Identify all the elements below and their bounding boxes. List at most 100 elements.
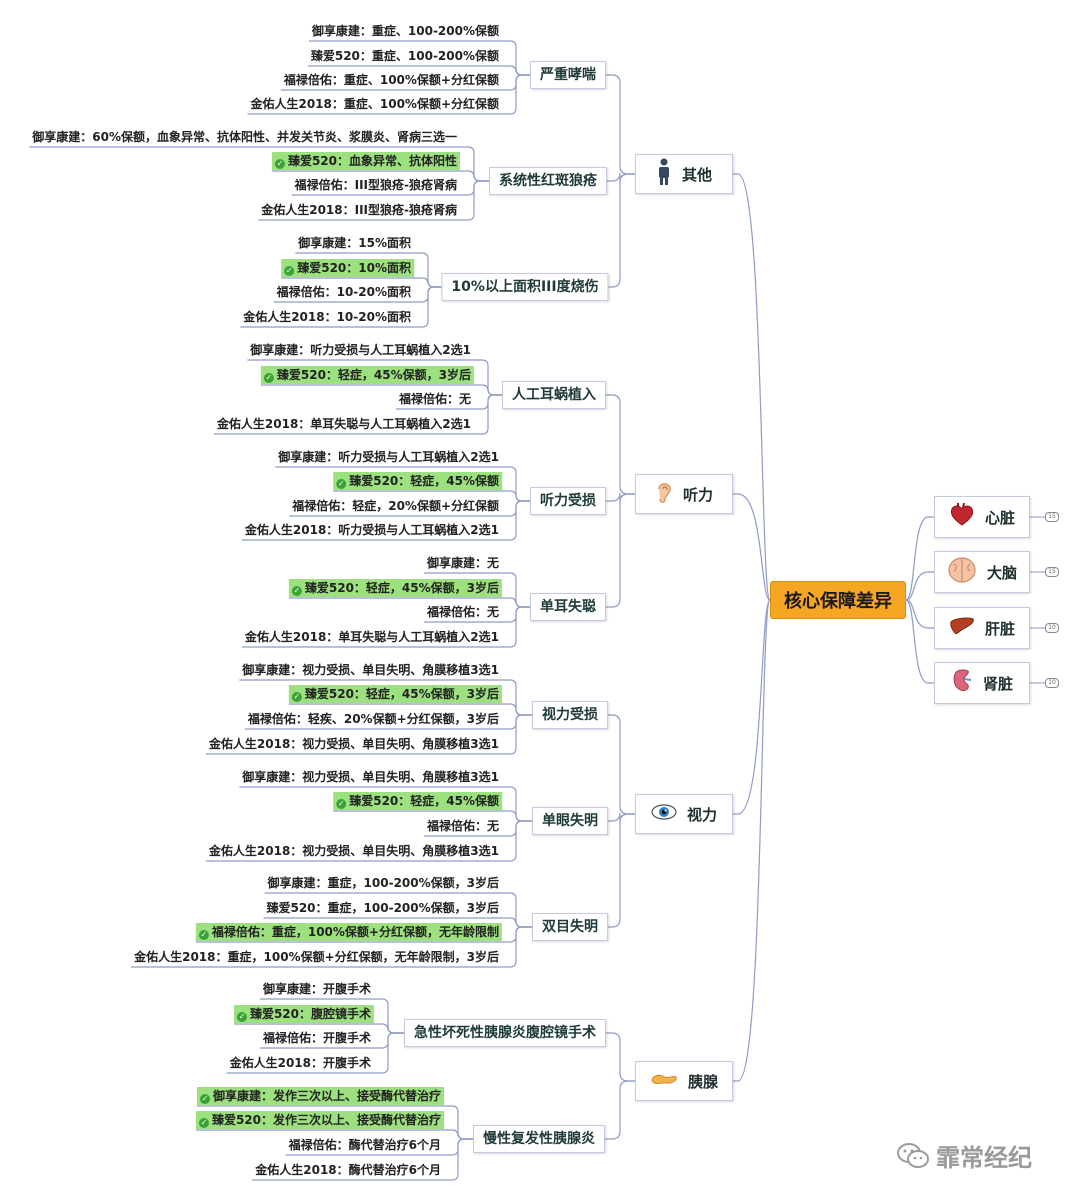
leaf-node[interactable]: 御享康建：重症，100-200%保额，3岁后 xyxy=(265,874,502,892)
category-node-0[interactable]: 其他 xyxy=(635,154,733,194)
leaf-connector xyxy=(241,500,530,541)
leaf-node[interactable]: ✓臻爱520：腹腔镜手术 xyxy=(233,1005,374,1023)
category-label: 视力 xyxy=(686,805,717,824)
subtopic-node[interactable]: 10%以上面积III度烧伤 xyxy=(441,273,609,301)
leaf-connector xyxy=(260,384,502,396)
leaf-node[interactable]: 福禄倍佑：III型狼疮-狼疮肾病 xyxy=(292,176,460,194)
leaf-node[interactable]: ✓臻爱520：轻症，45%保额，3岁后 xyxy=(288,685,502,703)
leaf-node[interactable]: 御享康建：视力受损、单目失明、角膜移植3选1 xyxy=(239,768,502,786)
leaf-node[interactable]: 福禄倍佑：无 xyxy=(396,390,474,408)
leaf-connector xyxy=(333,490,530,502)
leaf-node[interactable]: 臻爱520：重症、100-200%保额 xyxy=(308,47,502,65)
leaf-node[interactable]: 金佑人生2018：III型狼疮-狼疮肾病 xyxy=(258,201,460,219)
leaf-connector xyxy=(333,810,532,822)
organ-node-1[interactable]: 大脑 xyxy=(934,551,1030,593)
check-icon: ✓ xyxy=(199,1094,210,1104)
leaf-node[interactable]: 福禄倍佑：无 xyxy=(424,817,502,835)
subtopic-node[interactable]: 单耳失聪 xyxy=(530,593,606,621)
connector-line xyxy=(732,599,771,815)
root-node[interactable]: 核心保障差异 xyxy=(770,581,906,619)
leaf-connector xyxy=(195,1129,473,1140)
collapsed-count-badge[interactable]: 10 xyxy=(1045,623,1059,633)
organ-node-3[interactable]: 肾脏 xyxy=(934,662,1030,704)
leaf-node[interactable]: 御享康建：重症、100-200%保额 xyxy=(309,22,502,40)
leaf-text: 臻爱520：发作三次以上、接受酶代替治疗 xyxy=(211,1113,441,1127)
subtopic-node[interactable]: 单眼失明 xyxy=(532,807,608,835)
organ-node-2[interactable]: 肝脏 xyxy=(934,607,1030,649)
subtopic-node[interactable]: 慢性复发性胰腺炎 xyxy=(473,1125,605,1153)
leaf-node[interactable]: 臻爱520：重症，100-200%保额，3岁后 xyxy=(263,899,502,917)
leaf-text: 福禄倍佑：开腹手术 xyxy=(262,1031,371,1045)
category-node-2[interactable]: 视力 xyxy=(635,794,733,834)
leaf-text: 御享康建：重症、100-200%保额 xyxy=(311,24,499,38)
leaf-node[interactable]: 御享康建：15%面积 xyxy=(295,234,414,252)
leaf-node[interactable]: 御享康建：听力受损与人工耳蜗植入2选1 xyxy=(247,341,474,359)
check-icon: ✓ xyxy=(263,373,274,383)
leaf-node[interactable]: 金佑人生2018：开腹手术 xyxy=(227,1054,374,1072)
subtopic-node[interactable]: 急性坏死性胰腺炎腹腔镜手术 xyxy=(404,1019,606,1047)
leaf-node[interactable]: ✓臻爱520：轻症，45%保额，3岁后 xyxy=(288,579,502,597)
leaf-node[interactable]: 金佑人生2018：酶代替治疗6个月 xyxy=(252,1161,444,1179)
leaf-node[interactable]: 金佑人生2018：视力受损、单目失明、角膜移植3选1 xyxy=(206,735,502,753)
leaf-node[interactable]: 金佑人生2018：单耳失聪与人工耳蜗植入2选1 xyxy=(214,415,474,433)
leaf-node[interactable]: ✓御享康建：发作三次以上、接受酶代替治疗 xyxy=(196,1087,444,1105)
leaf-connector xyxy=(288,597,530,608)
leaf-node[interactable]: 福禄倍佑：酶代替治疗6个月 xyxy=(286,1136,444,1154)
subtopic-node[interactable]: 双目失明 xyxy=(532,913,608,941)
check-icon: ✓ xyxy=(291,692,302,702)
leaf-node[interactable]: 金佑人生2018：单耳失聪与人工耳蜗植入2选1 xyxy=(242,628,502,646)
leaf-node[interactable]: 福禄倍佑：开腹手术 xyxy=(260,1029,374,1047)
leaf-node[interactable]: 御享康建：无 xyxy=(424,554,502,572)
heart-icon xyxy=(949,502,975,531)
leaf-text: 福禄倍佑：无 xyxy=(398,392,471,406)
subtopic-node[interactable]: 听力受损 xyxy=(530,487,606,515)
leaf-node[interactable]: ✓臻爱520：轻症，45%保额 xyxy=(333,792,502,810)
leaf-node[interactable]: ✓臻爱520：发作三次以上、接受酶代替治疗 xyxy=(195,1111,444,1129)
leaf-text: 御享康建：60%保额，血象异常、抗体阳性、并发关节炎、浆膜炎、肾病三选一 xyxy=(32,130,457,144)
leaf-node[interactable]: 福禄倍佑：轻疾、20%保额+分红保额，3岁后 xyxy=(245,710,502,728)
connector-line xyxy=(549,1080,636,1140)
leaf-node[interactable]: ✓臻爱520：血象异常、抗体阳性 xyxy=(271,152,460,170)
leaf-node[interactable]: ✓臻爱520：10%面积 xyxy=(281,259,414,277)
leaf-node[interactable]: 金佑人生2018：听力受损与人工耳蜗植入2选1 xyxy=(242,521,502,539)
connector-line xyxy=(732,599,771,1082)
leaf-node[interactable]: 福禄倍佑：无 xyxy=(424,603,502,621)
connector-line xyxy=(580,714,636,815)
subtopic-node[interactable]: 人工耳蜗植入 xyxy=(502,381,606,409)
organ-label: 肾脏 xyxy=(982,674,1013,693)
leaf-node[interactable]: 福禄倍佑：重症、100%保额+分红保额 xyxy=(281,71,502,89)
leaf-node[interactable]: 御享康建：60%保额，血象异常、抗体阳性、并发关节炎、浆膜炎、肾病三选一 xyxy=(29,128,460,146)
connector-line xyxy=(535,173,636,288)
leaf-node[interactable]: 御享康建：视力受损、单目失明、角膜移植3选1 xyxy=(239,661,502,679)
leaf-node[interactable]: 金佑人生2018：重症、100%保额+分红保额 xyxy=(247,95,502,113)
organ-node-0[interactable]: 心脏 xyxy=(934,496,1030,538)
leaf-node[interactable]: 御享康建：听力受损与人工耳蜗植入2选1 xyxy=(275,448,502,466)
leaf-node[interactable]: 福禄倍佑：轻症，20%保额+分红保额 xyxy=(289,497,502,515)
subtopic-node[interactable]: 视力受损 xyxy=(532,701,608,729)
check-icon: ✓ xyxy=(336,479,347,489)
leaf-text: 臻爱520：轻症，45%保额，3岁后 xyxy=(276,368,471,382)
leaf-node[interactable]: ✓臻爱520：轻症，45%保额 xyxy=(333,472,502,490)
leaf-node[interactable]: 金佑人生2018：视力受损、单目失明、角膜移植3选1 xyxy=(206,842,502,860)
connector-line xyxy=(732,173,771,601)
leaf-node[interactable]: ✓福禄倍佑：重症，100%保额+分红保额，无年龄限制 xyxy=(195,923,502,941)
leaf-node[interactable]: 福禄倍佑：10-20%面积 xyxy=(274,283,414,301)
collapsed-count-badge[interactable]: 10 xyxy=(1045,678,1059,688)
collapsed-count-badge[interactable]: 15 xyxy=(1045,567,1059,577)
leaf-node[interactable]: 金佑人生2018：重症，100%保额+分红保额，无年龄限制，3岁后 xyxy=(131,948,502,966)
eye-icon xyxy=(651,804,677,824)
leaf-connector xyxy=(205,820,532,862)
leaf-node[interactable]: ✓臻爱520：轻症，45%保额，3岁后 xyxy=(260,366,474,384)
collapsed-count-badge[interactable]: 15 xyxy=(1045,512,1059,522)
subtopic-node[interactable]: 系统性红斑狼疮 xyxy=(489,167,607,195)
leaf-text: 臻爱520：血象异常、抗体阳性 xyxy=(287,154,457,168)
category-node-1[interactable]: 听力 xyxy=(635,474,733,514)
category-node-3[interactable]: 胰腺 xyxy=(635,1061,733,1101)
subtopic-node[interactable]: 严重哮喘 xyxy=(530,61,606,89)
leaf-node[interactable]: 金佑人生2018：10-20%面积 xyxy=(240,308,414,326)
leaf-text: 臻爱520：重症、100-200%保额 xyxy=(310,49,499,63)
leaf-text: 福禄倍佑：无 xyxy=(426,819,499,833)
leaf-connector xyxy=(205,714,532,755)
leaf-node[interactable]: 御享康建：开腹手术 xyxy=(260,980,374,998)
